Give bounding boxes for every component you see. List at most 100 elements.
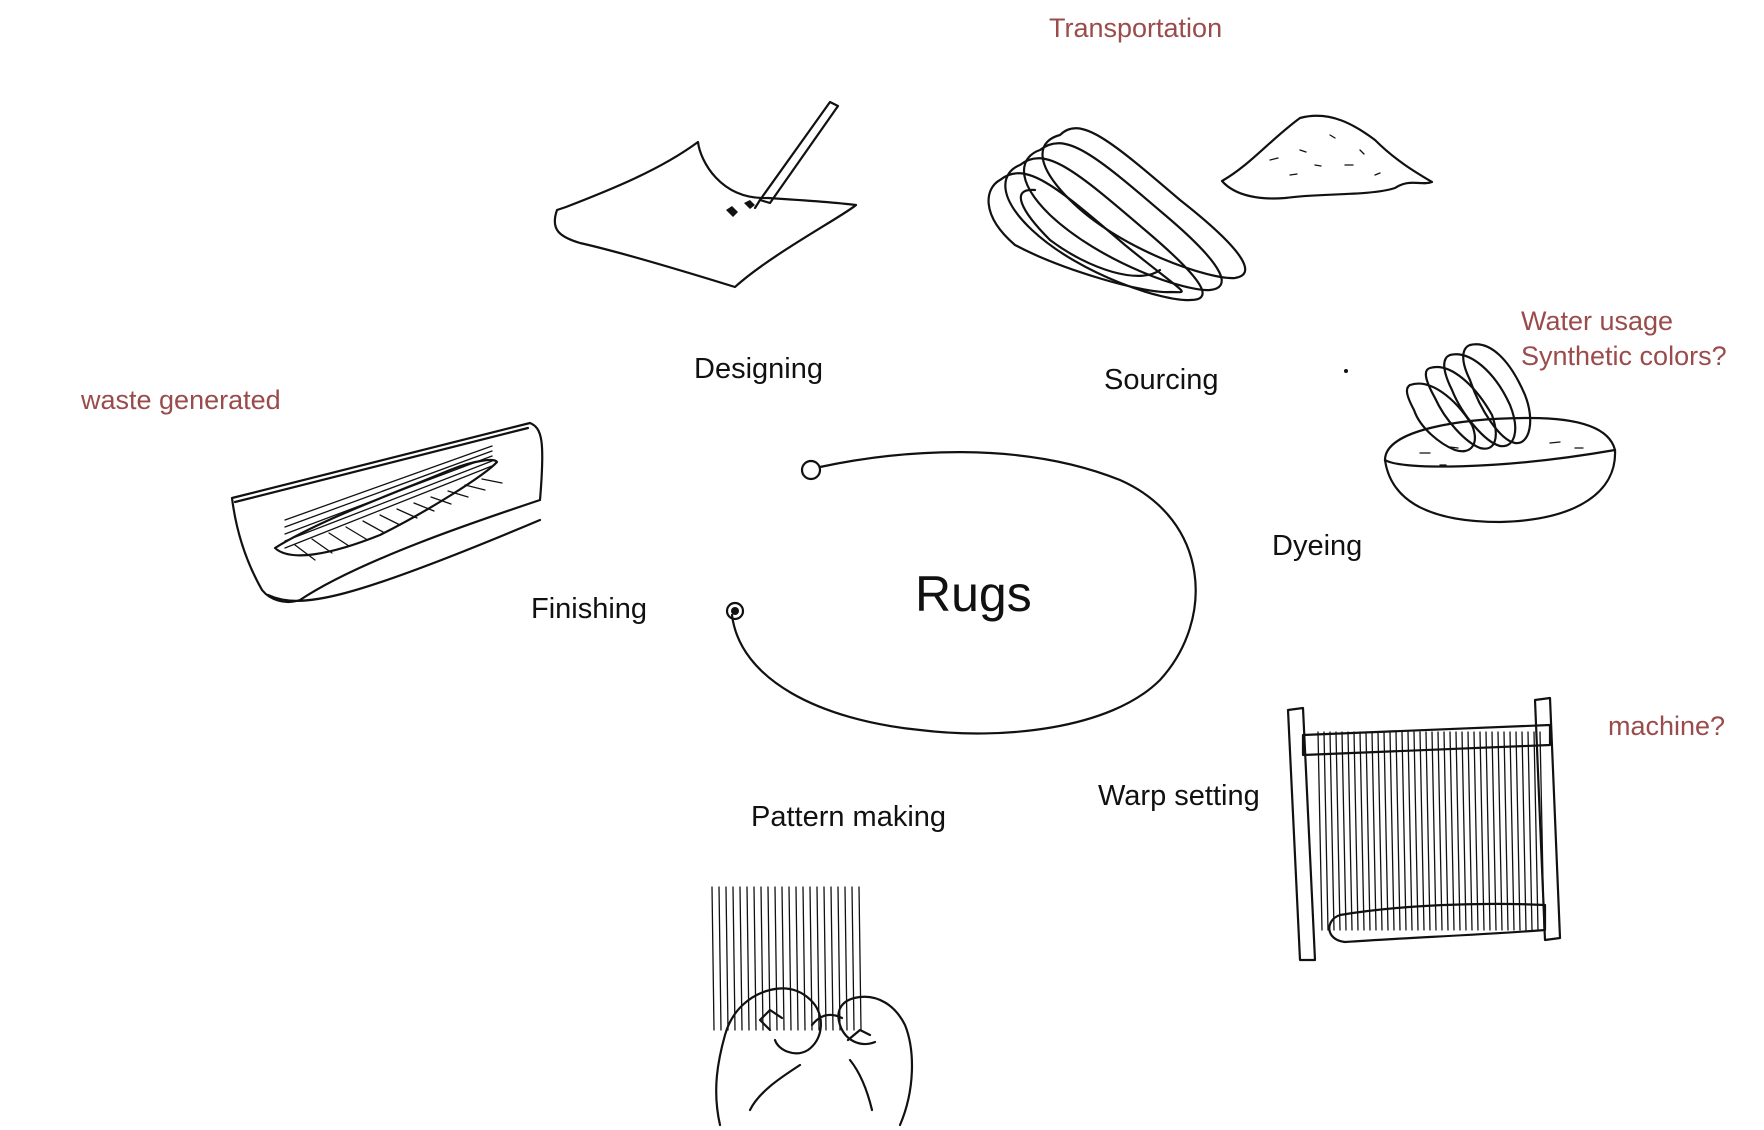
grid-line xyxy=(328,532,350,547)
pattern-thread xyxy=(725,886,729,1031)
warp-thread xyxy=(1437,731,1443,931)
grid-line xyxy=(447,490,469,498)
hands-weaving-icon xyxy=(711,886,914,1127)
cycle-arrow-icon xyxy=(725,451,1197,735)
warp-thread xyxy=(1377,731,1383,931)
warp-thread xyxy=(1539,731,1545,931)
pattern-thread xyxy=(858,886,862,1031)
pattern-thread xyxy=(753,886,757,1031)
grid-line xyxy=(284,455,493,535)
stage-label-sourcing: Sourcing xyxy=(1104,364,1219,396)
pattern-thread xyxy=(711,886,715,1031)
warp-thread xyxy=(1479,731,1485,931)
grid-line xyxy=(379,514,401,526)
note-transportation: Transportation xyxy=(1049,13,1223,43)
grid-line xyxy=(294,544,316,561)
grid-line xyxy=(430,496,452,505)
warp-thread xyxy=(1401,731,1407,931)
warp-thread xyxy=(1527,731,1533,931)
warp-thread xyxy=(1431,731,1437,931)
fiber-pile-icon xyxy=(1220,114,1434,200)
grid-line xyxy=(284,445,493,521)
warp-thread xyxy=(1461,731,1467,931)
grid-line xyxy=(345,526,367,540)
paper-pen-icon xyxy=(553,100,858,289)
note-machine: machine? xyxy=(1608,711,1726,741)
warp-thread xyxy=(1323,731,1329,931)
warp-thread xyxy=(1503,731,1509,931)
stage-label-dyeing: Dyeing xyxy=(1272,530,1363,562)
grid-line xyxy=(464,484,486,491)
warp-thread xyxy=(1425,731,1431,931)
warp-thread xyxy=(1317,731,1323,931)
pattern-thread xyxy=(837,886,841,1031)
warp-thread xyxy=(1497,731,1503,931)
stage-label-finishing: Finishing xyxy=(531,593,648,625)
pattern-thread xyxy=(802,886,806,1031)
grid-line xyxy=(362,520,384,533)
pattern-thread xyxy=(781,886,785,1031)
grid-line xyxy=(413,502,435,512)
pattern-thread xyxy=(844,886,848,1031)
warp-thread xyxy=(1455,731,1461,931)
warp-thread xyxy=(1383,731,1389,931)
pattern-thread xyxy=(816,886,820,1031)
warp-thread xyxy=(1341,731,1347,931)
warp-thread xyxy=(1335,731,1341,931)
warp-thread xyxy=(1443,731,1449,931)
loom-frame-icon xyxy=(1286,696,1562,962)
warp-thread xyxy=(1533,731,1539,931)
pattern-thread xyxy=(732,886,736,1031)
grid-line xyxy=(284,465,493,549)
stray-dot xyxy=(1344,369,1348,373)
warp-thread xyxy=(1395,731,1401,931)
rug-grid-pattern xyxy=(284,445,503,561)
grid-line xyxy=(481,478,503,484)
warp-thread xyxy=(1407,731,1413,931)
warp-thread xyxy=(1449,731,1455,931)
pattern-thread xyxy=(760,886,764,1031)
warp-thread xyxy=(1371,731,1377,931)
warp-thread xyxy=(1473,731,1479,931)
warp-thread xyxy=(1419,731,1425,931)
finished-rug-icon xyxy=(230,421,544,604)
note-waste-generated: waste generated xyxy=(81,385,281,415)
warp-thread xyxy=(1389,731,1395,931)
pattern-thread xyxy=(851,886,855,1031)
warp-thread xyxy=(1491,731,1497,931)
warp-thread xyxy=(1515,731,1521,931)
warp-threads xyxy=(1317,731,1545,931)
stage-label-pattern-making: Pattern making xyxy=(751,801,947,833)
warp-thread xyxy=(1347,731,1353,931)
pattern-thread xyxy=(718,886,722,1031)
grid-line xyxy=(311,538,333,554)
note-water-usage: Water usage xyxy=(1521,306,1674,336)
pattern-thread xyxy=(746,886,750,1031)
center-title: Rugs xyxy=(915,566,1032,622)
warp-thread xyxy=(1359,731,1365,931)
pattern-thread xyxy=(795,886,799,1031)
pattern-warp-threads xyxy=(711,886,862,1031)
warp-thread xyxy=(1365,731,1371,931)
pattern-thread xyxy=(774,886,778,1031)
dye-bowl-icon xyxy=(1383,343,1617,524)
pattern-thread xyxy=(788,886,792,1031)
pattern-thread xyxy=(823,886,827,1031)
grid-line xyxy=(284,460,493,542)
warp-thread xyxy=(1353,731,1359,931)
note-synthetic-colors: Synthetic colors? xyxy=(1521,341,1727,371)
stage-label-warp-setting: Warp setting xyxy=(1098,780,1260,812)
warp-thread xyxy=(1413,731,1419,931)
warp-thread xyxy=(1509,731,1515,931)
warp-thread xyxy=(1329,731,1335,931)
pattern-thread xyxy=(809,886,813,1031)
pattern-thread xyxy=(767,886,771,1031)
pattern-thread xyxy=(830,886,834,1031)
grid-line xyxy=(284,450,493,528)
yarn-skein-icon xyxy=(987,127,1247,302)
grid-line xyxy=(396,508,418,519)
warp-thread xyxy=(1521,731,1527,931)
warp-thread xyxy=(1485,731,1491,931)
warp-thread xyxy=(1467,731,1473,931)
